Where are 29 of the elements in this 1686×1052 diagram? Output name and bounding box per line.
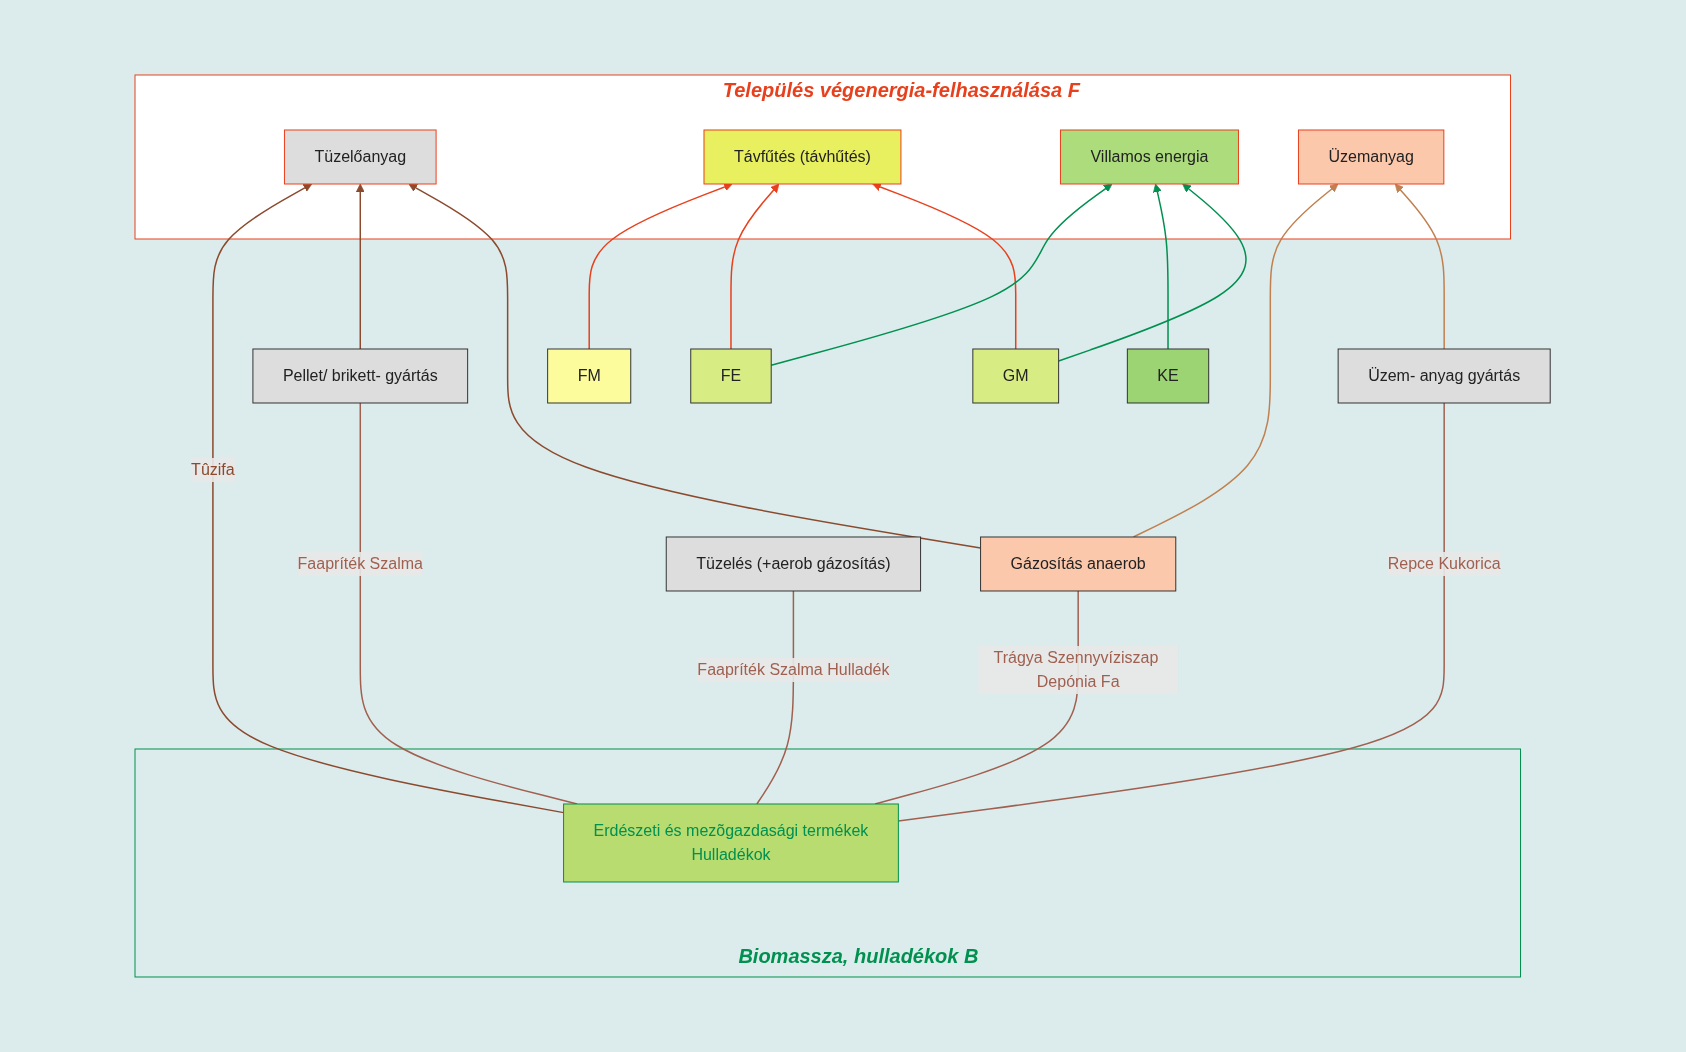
edge-label: Faapríték Szalma Hulladék — [697, 660, 890, 678]
connector — [898, 402, 1446, 822]
arrow — [730, 183, 780, 350]
node-box: KE — [1127, 348, 1210, 404]
node-box: Pellet/ brikett- gyártás — [252, 348, 469, 404]
node-box: Villamos energia — [1060, 129, 1240, 185]
node-box: GM — [972, 348, 1060, 404]
arrow — [1153, 183, 1170, 350]
node-box: Tüzelőanyag — [284, 129, 437, 185]
arrow — [356, 183, 366, 350]
arrow — [1395, 183, 1446, 350]
node-box: FE — [690, 348, 773, 404]
arrow — [212, 183, 565, 814]
arrow — [1058, 183, 1248, 362]
node-box: Tüzelés (+aerob gázosítás) — [666, 536, 922, 592]
edge-label: Faapríték Szalma — [297, 554, 424, 572]
edge-label: Repce Kukorica — [1388, 554, 1502, 572]
connector — [756, 590, 795, 805]
edge-label: Trágya Szennyvíziszap Depónia Fa — [993, 648, 1159, 690]
arrow — [770, 183, 1113, 366]
node-box: FM — [547, 348, 632, 404]
node-box: Erdészeti és mezõgazdasági termékek Hulladékok — [563, 803, 900, 883]
arrow — [1133, 183, 1339, 538]
node-box: Üzemanyag — [1298, 129, 1445, 185]
node-box: Üzem- anyag gyártás — [1338, 348, 1552, 404]
node-box: Gázosítás anaerob — [980, 536, 1177, 592]
arrow — [408, 183, 982, 549]
node-box: Távfűtés (távhűtés) — [703, 129, 902, 185]
edge-label: Tûzifa — [191, 460, 236, 478]
